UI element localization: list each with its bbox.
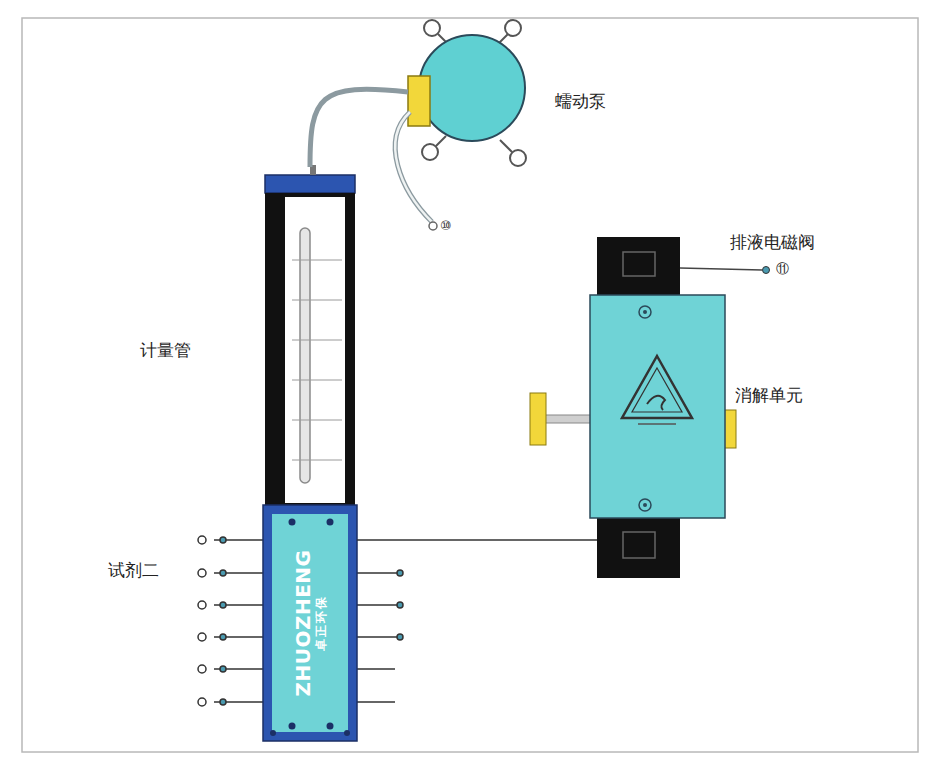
metering-tube-node: 计量管	[265, 175, 355, 507]
digestion-unit	[530, 237, 736, 578]
pump-tube	[395, 112, 432, 222]
part-label: 排液电磁阀	[730, 232, 815, 252]
valve-block	[263, 505, 357, 741]
tube-end	[429, 222, 437, 230]
callout-number: ⑪	[776, 261, 789, 277]
brand-subtitle: 卓正环保	[315, 549, 329, 696]
pump-tube	[310, 89, 408, 167]
digestion-node: 消解单元	[597, 237, 727, 578]
leader-line	[680, 268, 762, 270]
metering-column	[265, 165, 355, 507]
brand-group: ZHUOZHENG卓正环保	[292, 549, 329, 696]
part-label: 消解单元	[735, 385, 803, 405]
pump-tube	[395, 112, 432, 222]
port-rows	[198, 536, 403, 706]
frame-border	[22, 18, 918, 752]
part-label: 计量管	[140, 340, 191, 360]
connector-line	[357, 539, 597, 541]
peristaltic-pump	[408, 20, 526, 166]
port-label: 试剂二	[108, 560, 159, 580]
valve-block-node: ZHUOZHENG卓正环保	[263, 505, 357, 741]
pump-node: 蠕动泵	[405, 20, 523, 170]
brand-name: ZHUOZHENG	[292, 549, 315, 696]
leader-dot	[763, 267, 770, 274]
part-label: 蠕动泵	[555, 91, 606, 111]
callout-number: ⑩	[440, 218, 452, 234]
